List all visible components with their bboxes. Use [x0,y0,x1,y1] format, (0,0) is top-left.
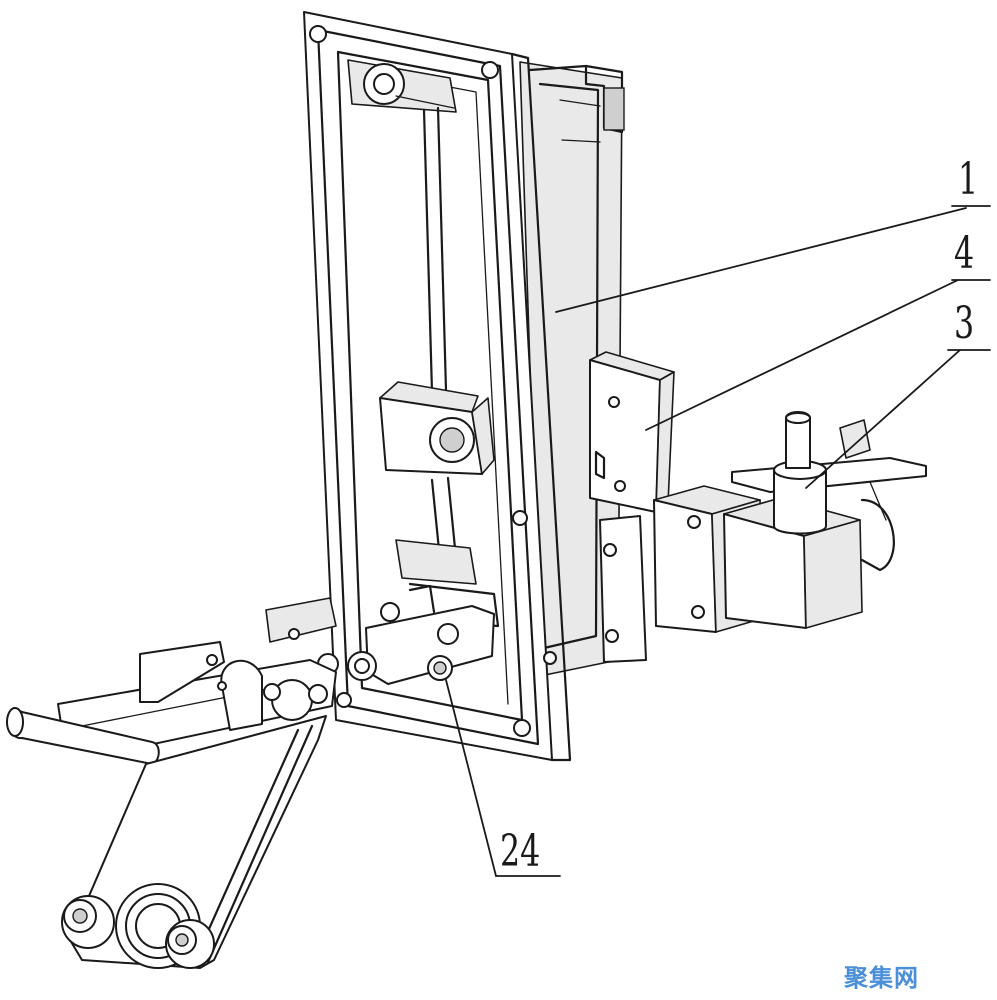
callout-part-4: 4 [954,228,975,279]
main-frame-plate [303,11,572,762]
leader-line-3 [805,349,961,489]
leader-line-1 [555,207,967,313]
leader-line-4 [645,279,959,431]
slider-block [379,381,495,475]
leader-line-24 [445,679,497,877]
part-4-block [589,351,675,513]
leader-lines [445,205,991,877]
watermark-logo: 聚集网 [844,964,919,992]
hanging-bracket [61,715,327,969]
bottom-mechanism [265,584,557,685]
part-3-motor [599,411,927,663]
lever-arm [6,641,337,765]
callout-part-24: 24 [500,826,541,877]
callout-part-3: 3 [954,298,975,349]
top-clamp [347,59,457,113]
callout-part-1: 1 [958,154,979,205]
